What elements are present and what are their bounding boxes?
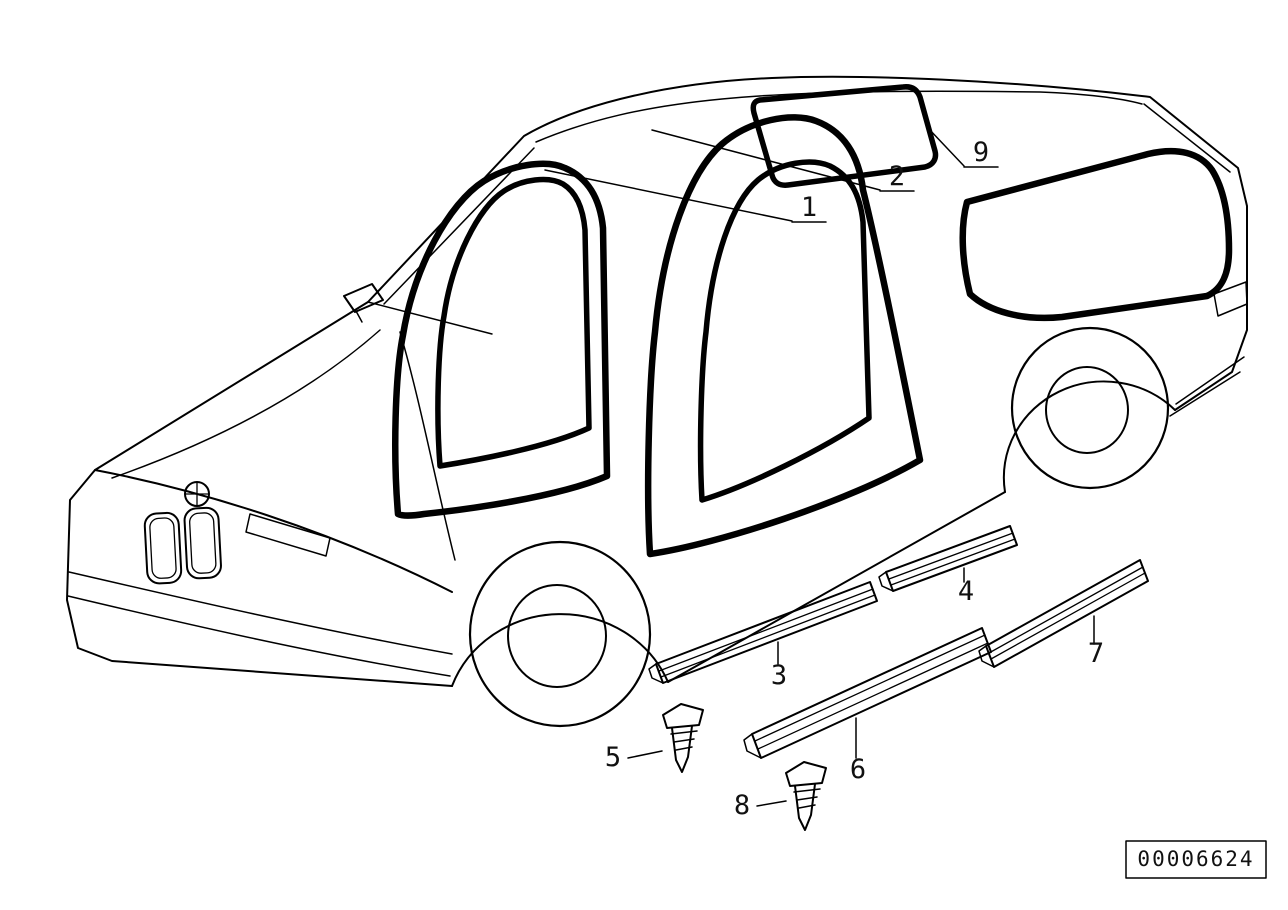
rear-tire bbox=[1010, 326, 1170, 490]
sill-strip-part-3 bbox=[648, 581, 878, 684]
grille-right-inner bbox=[189, 512, 217, 574]
strip-7-ridge-2 bbox=[990, 572, 1146, 660]
bmw-roundel-icon bbox=[184, 481, 210, 507]
diagram-number-border bbox=[1125, 840, 1267, 879]
callout-leader-lines bbox=[544, 127, 1095, 807]
callout-label-8: 8 bbox=[734, 790, 750, 821]
grille-right-outer bbox=[183, 506, 222, 580]
strip-7-ridge-1 bbox=[988, 566, 1144, 654]
rear-rim bbox=[1045, 366, 1129, 454]
taillight-outline bbox=[1213, 281, 1248, 317]
clip-8-cap bbox=[785, 761, 827, 787]
front-grille bbox=[143, 506, 222, 585]
clip-5-cap bbox=[662, 703, 704, 729]
callout-label-1: 1 bbox=[801, 192, 817, 223]
sill-strip-part-7 bbox=[978, 559, 1149, 668]
front-tire bbox=[468, 540, 652, 728]
door-aperture-seal-rear-near bbox=[644, 114, 924, 558]
front-rim bbox=[507, 584, 607, 688]
roundel-cross-lines bbox=[184, 481, 210, 507]
headlight-outline bbox=[245, 513, 331, 557]
strip-7-end-cap bbox=[978, 645, 995, 668]
clip-part-8 bbox=[785, 761, 827, 831]
leader-line-2 bbox=[651, 129, 915, 192]
strip-7-body bbox=[985, 559, 1149, 668]
clip-5-shank bbox=[671, 725, 693, 773]
strip-3-end-cap bbox=[648, 663, 664, 684]
callout-label-3: 3 bbox=[771, 660, 787, 691]
line-art bbox=[66, 75, 1267, 879]
grille-left-outer bbox=[143, 511, 183, 585]
rear-wheel-arch bbox=[1002, 380, 1176, 493]
callout-label-6: 6 bbox=[850, 754, 866, 785]
strip-3-ridge-2 bbox=[660, 594, 876, 678]
fender-shut-line bbox=[399, 331, 456, 561]
strip-4-ridge-1 bbox=[888, 532, 1014, 580]
door-aperture-seal-front-near bbox=[392, 160, 611, 519]
leader-line-8 bbox=[756, 800, 787, 807]
car-illustration bbox=[66, 75, 1248, 728]
sill-strip-part-6 bbox=[743, 627, 992, 759]
clip-8-shank bbox=[794, 783, 816, 831]
tailgate-inner-line bbox=[1143, 103, 1231, 173]
leader-line-5 bbox=[627, 750, 663, 759]
callout-label-9: 9 bbox=[973, 137, 989, 168]
bumper-strip-line-1 bbox=[68, 571, 453, 655]
callout-label-2: 2 bbox=[889, 161, 905, 192]
strip-4-ridge-2 bbox=[890, 538, 1016, 586]
strip-4-body bbox=[885, 525, 1018, 592]
a-pillar-inner-line bbox=[383, 147, 535, 305]
front-wheel bbox=[468, 540, 652, 728]
body-outline-path bbox=[66, 75, 1248, 687]
edge-protection-seals bbox=[392, 84, 1233, 558]
callout-labels: 1 2 9 3 4 5 6 7 8 00006624 bbox=[605, 137, 1254, 871]
cowl-line bbox=[367, 301, 493, 335]
grille-left-inner bbox=[149, 517, 177, 579]
mirror-housing bbox=[343, 283, 384, 313]
diagram-number: 00006624 bbox=[1137, 847, 1254, 871]
clip-part-5 bbox=[662, 703, 704, 773]
leader-line-9 bbox=[927, 127, 999, 168]
mirror-stalk-line bbox=[355, 310, 363, 323]
callout-label-5: 5 bbox=[605, 742, 621, 773]
bumper-strip-line-2 bbox=[67, 595, 451, 677]
strip-6-end-cap bbox=[743, 733, 762, 759]
front-wheel-arch bbox=[451, 613, 669, 687]
strip-3-body bbox=[655, 581, 878, 684]
strip-6-ridge-1 bbox=[754, 634, 986, 742]
strip-6-ridge-2 bbox=[757, 642, 989, 750]
strip-6-body bbox=[751, 627, 992, 759]
strip-4-end-cap bbox=[878, 571, 894, 592]
rear-bumper-strip-2 bbox=[1169, 371, 1241, 417]
strip-3-ridge-1 bbox=[658, 588, 874, 672]
door-aperture-seal-rear-far bbox=[697, 159, 872, 503]
quarter-window-seal-far bbox=[750, 84, 939, 188]
leader-line-1 bbox=[544, 169, 827, 223]
diagram-number-box bbox=[1125, 840, 1267, 879]
door-aperture-seal-front-far bbox=[435, 176, 592, 469]
callout-label-7: 7 bbox=[1088, 638, 1104, 669]
callout-label-4: 4 bbox=[958, 576, 974, 607]
rear-bumper-strip-1 bbox=[1175, 356, 1245, 405]
quarter-window-seal-near bbox=[959, 147, 1233, 322]
sill-strip-part-4 bbox=[878, 525, 1018, 592]
hood-front-edge-line bbox=[94, 469, 453, 593]
wing-mirror bbox=[343, 283, 384, 323]
hood-crease-line bbox=[111, 329, 381, 479]
rear-wheel bbox=[1010, 326, 1170, 490]
